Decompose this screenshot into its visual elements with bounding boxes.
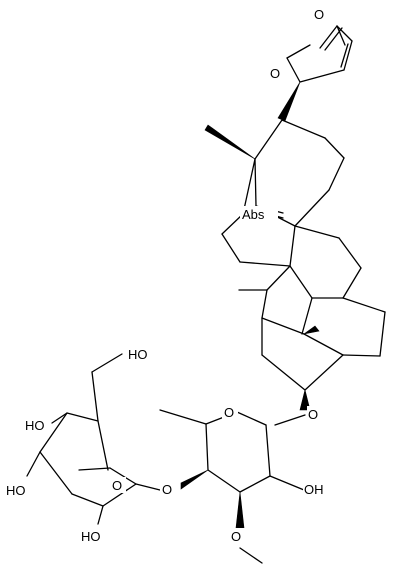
sugar-link-oxygen-label: O — [162, 482, 172, 497]
sugar-ring-2 — [26, 353, 161, 525]
glycosidic-link — [274, 414, 306, 426]
bridge-atom-label: Abs — [242, 207, 265, 222]
butenolide-ring — [286, 25, 353, 83]
steroid-ab-rings — [238, 289, 386, 411]
butenolide-linker — [277, 81, 345, 227]
lactone-ring-oxygen-label: O — [270, 66, 280, 81]
sugar1-ring-oxygen-label: O — [224, 405, 234, 420]
sugar1-hydroxyl-label: OH — [304, 482, 324, 497]
steroid-glycosidic-oxygen-label: O — [308, 407, 318, 422]
sugar-ring-1 — [159, 409, 305, 564]
ketone-oxygen-label: O — [314, 7, 324, 22]
sugar2-ring-oxygen-label: O — [112, 478, 122, 493]
hydroxymethyl-oh-label: HO — [128, 347, 148, 362]
sugar2-hydroxyl-3-label: HO — [6, 483, 26, 498]
sugar2-hydroxyl-4-label: HO — [25, 418, 45, 433]
methoxy-oxygen-label: O — [231, 529, 241, 544]
sugar2-hydroxyl-2-label: HO — [81, 529, 101, 544]
